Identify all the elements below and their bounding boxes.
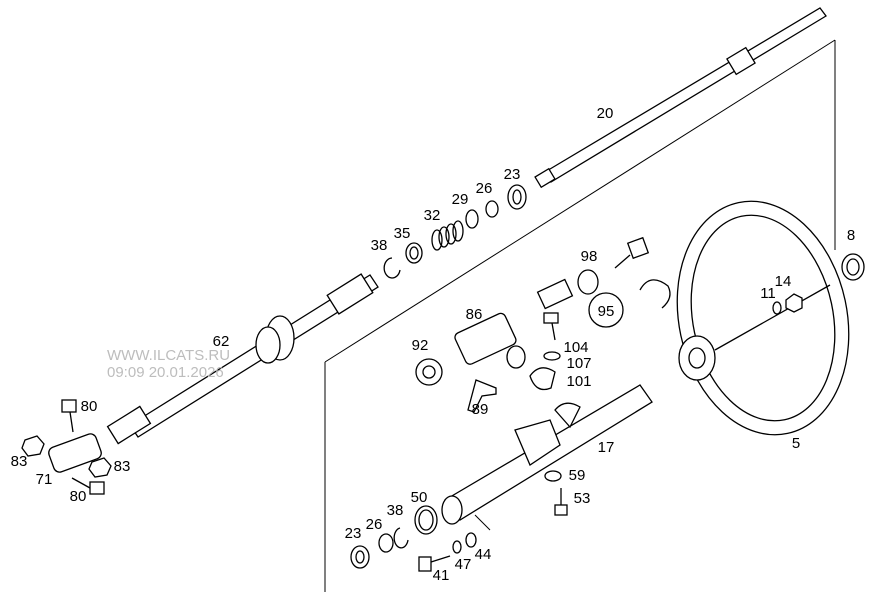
cap-98[interactable] — [577, 269, 599, 295]
washer-47[interactable] — [452, 540, 462, 554]
part-label-8[interactable]: 8 — [847, 227, 855, 244]
part-95-circle[interactable] — [588, 292, 624, 328]
clamp-101[interactable] — [529, 367, 556, 391]
coupling-71[interactable] — [47, 432, 103, 474]
washer-35[interactable] — [405, 242, 423, 264]
part-label-38[interactable]: 38 — [387, 502, 404, 519]
part-label-89[interactable]: 89 — [472, 401, 489, 418]
column-jacket-17[interactable] — [441, 384, 653, 525]
part-label-20[interactable]: 20 — [597, 105, 614, 122]
part-label-92[interactable]: 92 — [412, 337, 429, 354]
part-label-86[interactable]: 86 — [466, 306, 483, 323]
upper-shaft-20[interactable] — [534, 7, 827, 189]
part-label-104[interactable]: 104 — [563, 339, 588, 356]
bolt-41[interactable] — [418, 555, 451, 572]
part-label-29[interactable]: 29 — [452, 191, 469, 208]
part-label-98[interactable]: 98 — [581, 248, 598, 265]
part-label-107[interactable]: 107 — [566, 355, 591, 372]
part-label-83[interactable]: 83 — [114, 458, 131, 475]
emblem-8[interactable] — [841, 253, 865, 281]
circlip-38-upper[interactable] — [383, 257, 401, 279]
watermark-timestamp: 09:09 20.01.2026 — [107, 364, 224, 381]
washer-11[interactable] — [772, 301, 782, 315]
bushing-23-lower[interactable] — [350, 545, 370, 569]
frame-line-top — [324, 39, 836, 363]
part-label-44[interactable]: 44 — [475, 546, 492, 563]
switch-92[interactable] — [415, 358, 443, 386]
part-label-62[interactable]: 62 — [213, 333, 230, 350]
part-label-83[interactable]: 83 — [11, 453, 28, 470]
nut-83-left[interactable] — [21, 435, 45, 457]
leader-line — [474, 514, 491, 531]
lock-cylinder[interactable] — [536, 278, 574, 310]
part-label-71[interactable]: 71 — [36, 471, 53, 488]
part-label-50[interactable]: 50 — [411, 489, 428, 506]
part-label-35[interactable]: 35 — [394, 225, 411, 242]
washer-44[interactable] — [465, 532, 477, 548]
key[interactable] — [614, 236, 650, 269]
screw-104[interactable] — [543, 312, 559, 341]
washer-59[interactable] — [544, 470, 562, 482]
nut-14[interactable] — [785, 293, 803, 313]
bushing-23-upper[interactable] — [507, 184, 527, 210]
part-label-23[interactable]: 23 — [345, 525, 362, 542]
part-label-26[interactable]: 26 — [366, 516, 383, 533]
part-label-32[interactable]: 32 — [424, 207, 441, 224]
ring-26-upper[interactable] — [485, 200, 499, 218]
steering-wheel-5[interactable] — [656, 185, 869, 451]
part-label-59[interactable]: 59 — [569, 467, 586, 484]
part-label-80[interactable]: 80 — [81, 398, 98, 415]
ring-50[interactable] — [414, 505, 438, 535]
screw-53[interactable] — [554, 488, 568, 516]
part-label-80[interactable]: 80 — [70, 488, 87, 505]
part-label-23[interactable]: 23 — [504, 166, 521, 183]
bracket-89[interactable] — [467, 379, 497, 413]
watermark-site: WWW.ILCATS.RU — [107, 347, 230, 364]
spring-32[interactable] — [431, 220, 464, 251]
part-label-17[interactable]: 17 — [598, 439, 615, 456]
clip-29[interactable] — [465, 209, 479, 229]
part-label-26[interactable]: 26 — [476, 180, 493, 197]
part-label-38[interactable]: 38 — [371, 237, 388, 254]
part-label-95[interactable]: 95 — [598, 303, 615, 320]
part-label-47[interactable]: 47 — [455, 556, 472, 573]
part-label-41[interactable]: 41 — [433, 567, 450, 584]
washer-107[interactable] — [543, 351, 561, 361]
nut-83-right[interactable] — [88, 457, 112, 478]
intermediate-shaft-62[interactable] — [106, 273, 379, 445]
part-label-14[interactable]: 14 — [775, 273, 792, 290]
bolt-80-lower[interactable] — [71, 477, 105, 495]
part-label-11[interactable]: 11 — [760, 285, 776, 302]
circlip-38-lower[interactable] — [393, 527, 409, 549]
part-label-53[interactable]: 53 — [574, 490, 591, 507]
bolt-80-upper[interactable] — [61, 399, 77, 433]
ignition-lock-86[interactable] — [453, 312, 526, 369]
ring-26-lower[interactable] — [378, 533, 394, 553]
part-label-5[interactable]: 5 — [792, 435, 800, 452]
part-label-101[interactable]: 101 — [566, 373, 591, 390]
ring-clip[interactable] — [639, 279, 671, 309]
